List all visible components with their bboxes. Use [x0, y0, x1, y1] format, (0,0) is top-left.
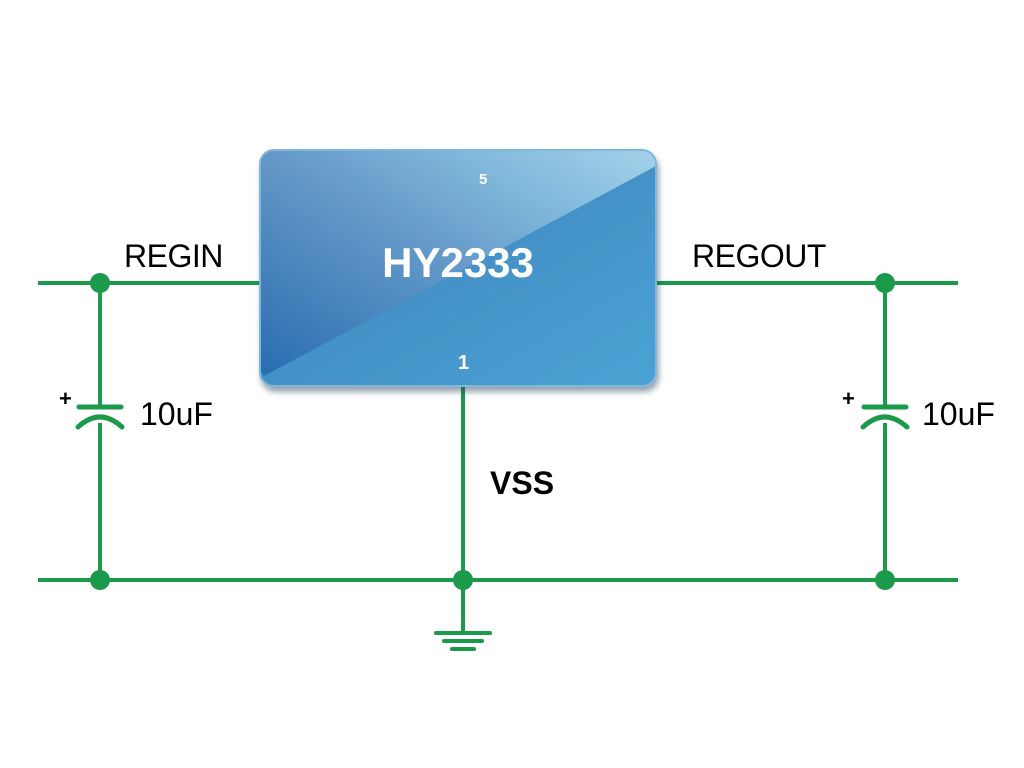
chip-part-number: HY2333 — [382, 239, 534, 286]
output-capacitor-icon — [860, 404, 910, 430]
input-capacitor-icon — [75, 404, 125, 430]
pin-number-bottom: 1 — [458, 352, 470, 374]
output-cap-value: 10uF — [922, 396, 995, 432]
junction-dot-icon — [453, 570, 473, 590]
net-label-regout: REGOUT — [692, 238, 826, 274]
junction-dot-icon — [90, 570, 110, 590]
input-cap-value: 10uF — [140, 396, 213, 432]
output-cap-polarity: + — [842, 386, 855, 411]
ground-symbol-icon — [434, 631, 492, 651]
input-cap-polarity: + — [59, 386, 72, 411]
pin-number-top: 5 — [479, 171, 488, 188]
chip-body — [259, 149, 657, 387]
junction-dot-icon — [875, 273, 895, 293]
junction-dot-icon — [90, 273, 110, 293]
net-label-vss: VSS — [490, 465, 555, 501]
net-label-regin: REGIN — [124, 238, 223, 274]
junction-dot-icon — [875, 570, 895, 590]
